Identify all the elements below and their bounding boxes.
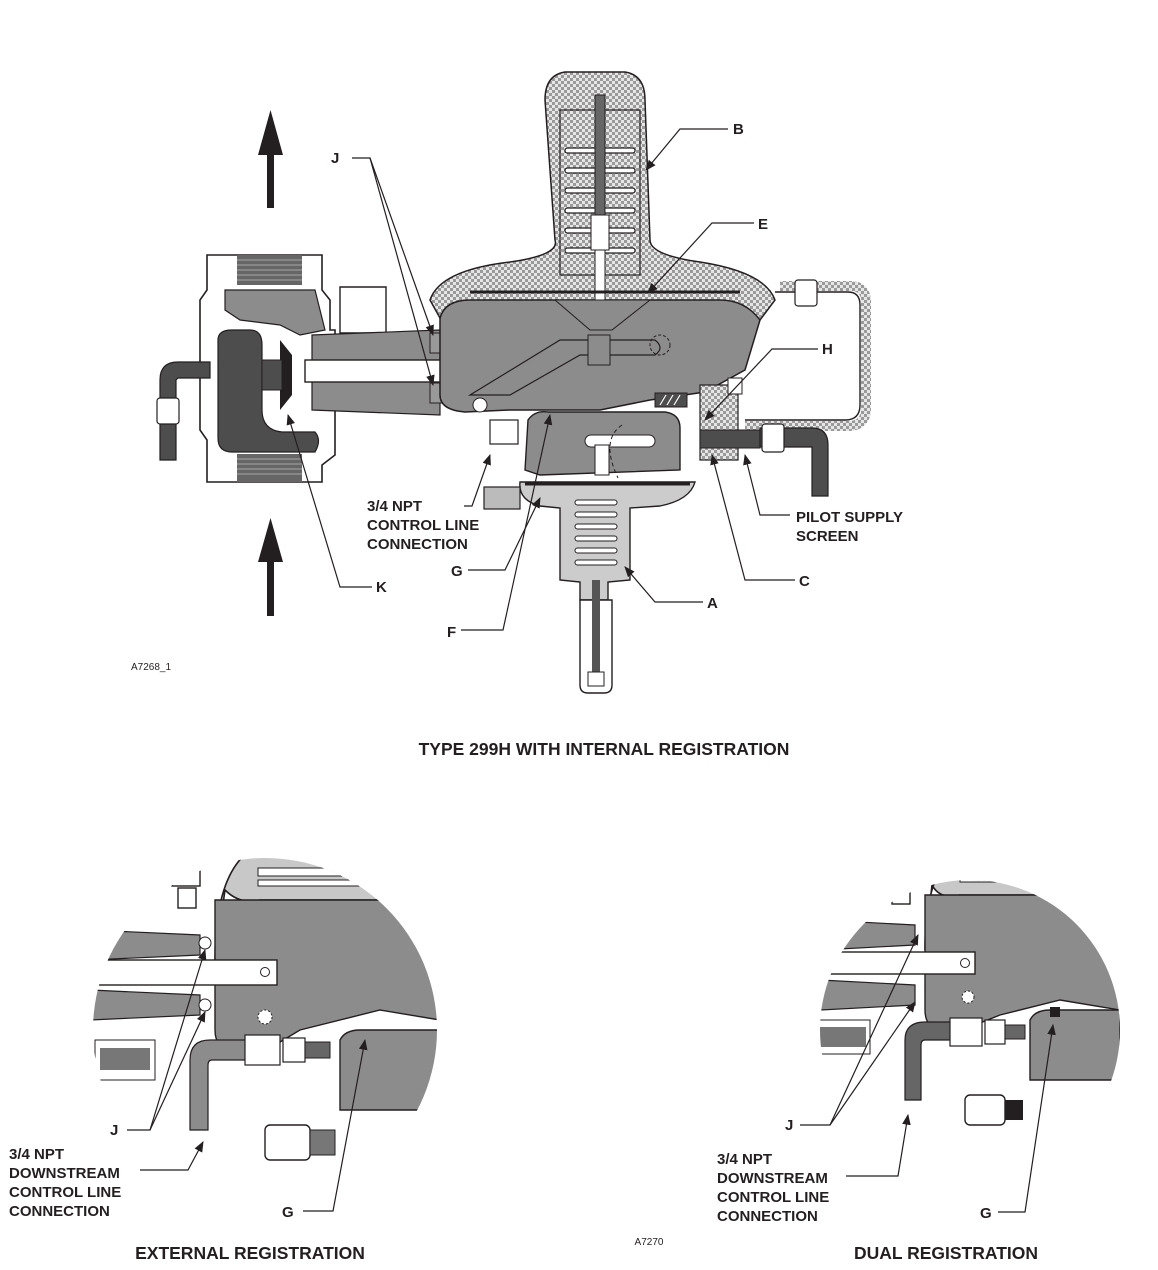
callout-e: E bbox=[758, 216, 768, 233]
valve-body bbox=[199, 254, 336, 483]
callout-f: F bbox=[447, 624, 456, 641]
lever bbox=[467, 339, 661, 396]
main-caption: TYPE 299H WITH INTERNAL REGISTRATION bbox=[419, 739, 790, 759]
callout-h: H bbox=[822, 341, 833, 358]
external-downstream-label: 3/4 NPT DOWNSTREAM CONTROL LINE CONNECTI… bbox=[9, 1146, 125, 1220]
pilot-supply-screen-label: PILOT SUPPLY SCREEN bbox=[796, 509, 907, 545]
external-caption: EXTERNAL REGISTRATION bbox=[135, 1243, 365, 1263]
figure-id-main: A7268_1 bbox=[131, 662, 171, 673]
callout-k: K bbox=[376, 579, 387, 596]
external-callout-j: J bbox=[110, 1122, 118, 1139]
figure-id-bottom: A7270 bbox=[635, 1237, 664, 1248]
callout-a: A bbox=[707, 595, 718, 612]
adjusting-screw bbox=[594, 94, 606, 216]
callout-g: G bbox=[451, 563, 463, 580]
callout-c: C bbox=[799, 573, 810, 590]
dual-callout-g: G bbox=[980, 1205, 992, 1222]
orifice-disk bbox=[280, 340, 292, 410]
pilot-spring bbox=[574, 499, 618, 566]
pilot-loop bbox=[745, 291, 861, 421]
pilot-supply-screen bbox=[699, 429, 761, 449]
dual-registration-detail: J 3/4 NPT DOWNSTREAM CONTROL LINE CONNEC… bbox=[717, 880, 1120, 1263]
main-figure: B E H J K 3/4 NPT CONTROL LINE CONNECTIO… bbox=[131, 71, 907, 759]
pilot-tube-left bbox=[159, 361, 211, 461]
flow-up-outlet-arrow bbox=[258, 110, 283, 208]
callout-j: J bbox=[331, 150, 339, 167]
dual-callout-j: J bbox=[785, 1117, 793, 1134]
control-line-connection-label: 3/4 NPT CONTROL LINE CONNECTION bbox=[367, 498, 483, 553]
callout-b: B bbox=[733, 121, 744, 138]
dual-caption: DUAL REGISTRATION bbox=[854, 1243, 1038, 1263]
inlet-threads bbox=[237, 454, 302, 482]
external-registration-detail: J 3/4 NPT DOWNSTREAM CONTROL LINE CONNEC… bbox=[9, 858, 437, 1263]
dual-downstream-label: 3/4 NPT DOWNSTREAM CONTROL LINE CONNECTI… bbox=[717, 1151, 833, 1225]
flow-up-inlet-arrow bbox=[258, 518, 283, 616]
external-callout-g: G bbox=[282, 1204, 294, 1221]
control-line-fitting bbox=[489, 419, 519, 445]
inlet-passage bbox=[217, 329, 320, 453]
